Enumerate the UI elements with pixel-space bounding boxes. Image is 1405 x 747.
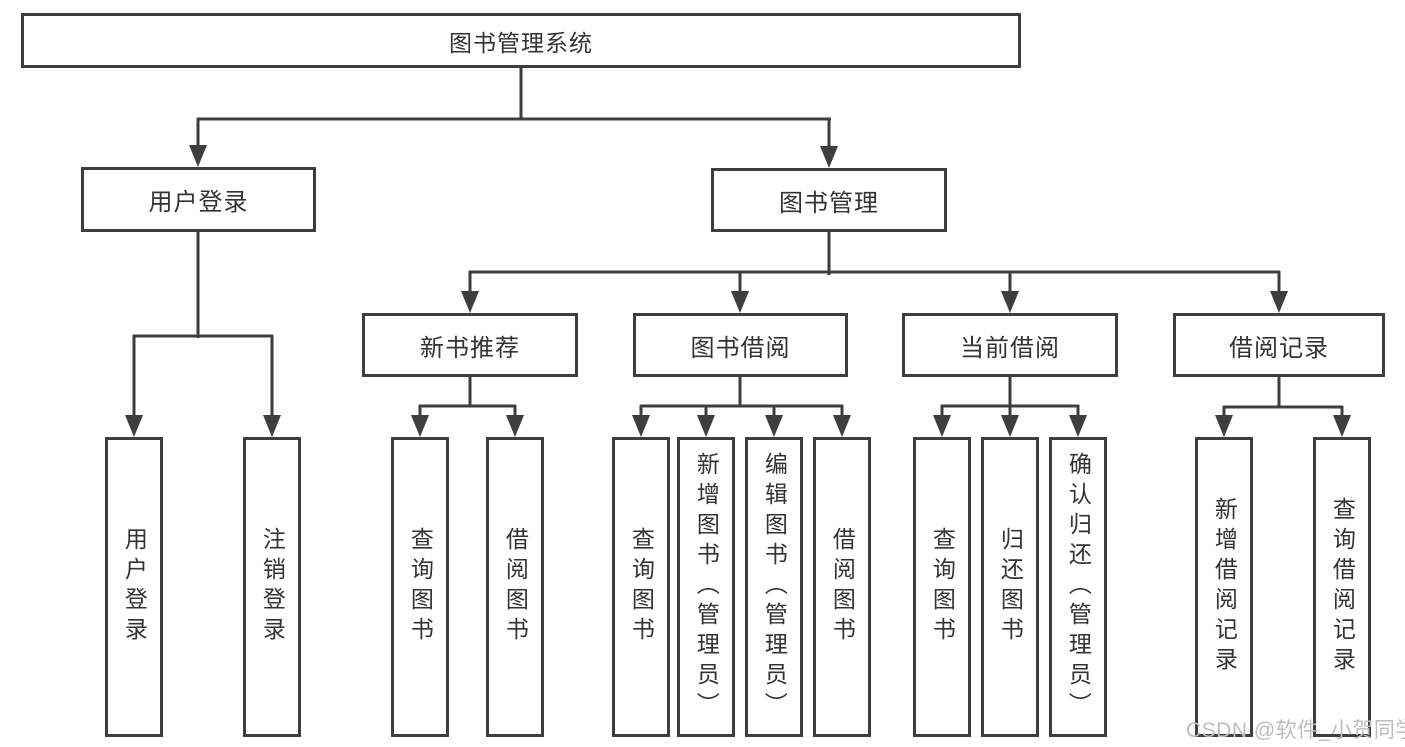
node-label: 查询借阅记录 [1329, 497, 1356, 677]
leaf-borrow-books: 借阅图书 [813, 437, 871, 737]
node-label: 借阅图书 [829, 527, 856, 647]
node-borrowing-records: 借阅记录 [1173, 313, 1385, 377]
leaf-return-books: 归还图书 [981, 437, 1039, 737]
node-book-management: 图书管理 [711, 168, 947, 232]
leaf-edit-books-admin: 编辑图书（管理员） [745, 437, 803, 737]
node-new-book-recommend: 新书推荐 [362, 313, 578, 377]
node-label: 新增借阅记录 [1211, 497, 1238, 677]
leaf-query-borrow-record: 查询借阅记录 [1313, 437, 1371, 737]
leaf-query-books-current: 查询图书 [913, 437, 971, 737]
leaf-add-borrow-record: 新增借阅记录 [1195, 437, 1253, 737]
node-label: 注销登录 [259, 527, 286, 647]
node-label: 归还图书 [997, 527, 1024, 647]
node-current-borrowing: 当前借阅 [902, 313, 1118, 377]
node-label: 借阅图书 [502, 527, 529, 647]
node-label: 新书推荐 [420, 334, 520, 362]
node-label: 图书管理系统 [449, 29, 593, 56]
node-label: 用户登录 [121, 527, 148, 647]
node-book-borrowing: 图书借阅 [633, 313, 848, 377]
node-label: 查询图书 [407, 527, 434, 647]
node-label: 查询图书 [628, 527, 655, 647]
node-user-login: 用户登录 [81, 167, 316, 232]
leaf-logout: 注销登录 [243, 437, 301, 737]
node-label: 图书管理 [779, 189, 879, 217]
leaf-user-login: 用户登录 [105, 437, 163, 737]
node-label: 确认归还（管理员） [1065, 452, 1092, 722]
leaf-query-books-recommend: 查询图书 [391, 437, 449, 737]
node-label: 查询图书 [929, 527, 956, 647]
leaf-query-books-borrowing: 查询图书 [612, 437, 670, 737]
csdn-watermark: CSDN @软件_小贺同学 [1186, 719, 1405, 742]
node-library-management-system: 图书管理系统 [21, 13, 1021, 68]
node-label: 当前借阅 [960, 334, 1060, 362]
node-label: 编辑图书（管理员） [761, 452, 788, 722]
leaf-confirm-return-admin: 确认归还（管理员） [1049, 437, 1107, 737]
node-label: 图书借阅 [690, 334, 791, 362]
node-label: 用户登录 [148, 189, 249, 216]
leaf-borrow-books-recommend: 借阅图书 [486, 437, 544, 737]
node-label: 借阅记录 [1229, 334, 1329, 362]
node-label: 新增图书（管理员） [693, 452, 720, 722]
leaf-add-books-admin: 新增图书（管理员） [677, 437, 735, 737]
